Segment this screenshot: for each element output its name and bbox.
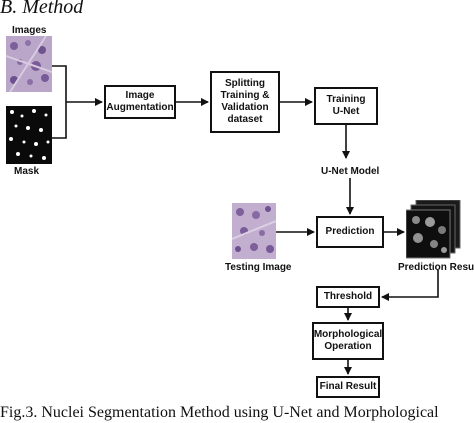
- prediction-result-label: Prediction Result: [398, 262, 474, 273]
- section-heading: B. Method: [0, 0, 84, 18]
- testing-image-label: Testing Image: [225, 262, 292, 273]
- prediction-result-image: [406, 200, 461, 259]
- threshold-box: Threshold: [316, 286, 380, 308]
- images-label: Images: [12, 25, 47, 36]
- figure-caption: Fig.3. Nuclei Segmentation Method using …: [0, 404, 439, 421]
- images-connector: [52, 65, 67, 139]
- mask-label: Mask: [14, 166, 40, 177]
- testing-image: [232, 203, 276, 259]
- prediction-box: Prediction: [316, 216, 384, 248]
- final-result-box: Final Result: [316, 376, 380, 398]
- result-to-threshold-arrow: [381, 270, 439, 301]
- unet-model-label: U-Net Model: [321, 166, 380, 177]
- histology-image: [6, 36, 52, 92]
- mask-image: [6, 106, 52, 164]
